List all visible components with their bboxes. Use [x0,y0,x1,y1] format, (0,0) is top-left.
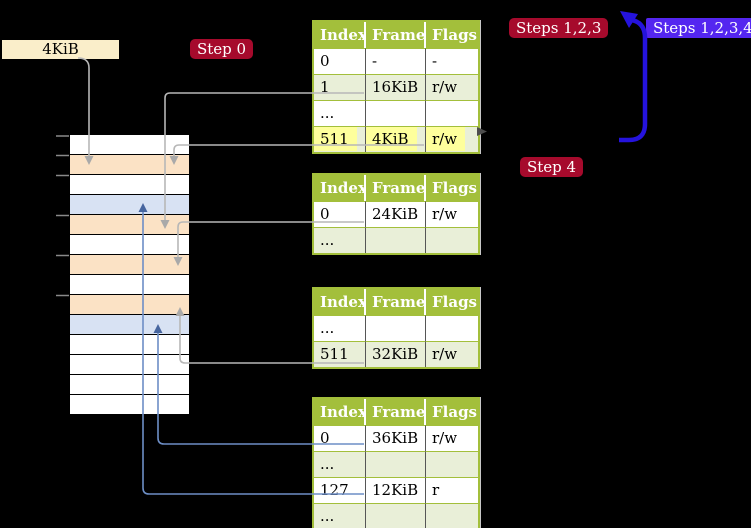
table-cell: 511 [314,341,366,367]
badge-steps-1234: Steps 1,2,3,4 [646,18,751,38]
table-cell [366,100,426,126]
arrowhead-loop-icon [620,11,638,28]
table-cell [366,503,426,528]
table-cell: 511 [314,126,366,152]
memory-row-white [70,355,189,375]
table-cell [366,315,426,341]
column-header: Flags [426,22,478,48]
arrow-loop-steps [619,17,648,143]
column-header: Flags [426,289,478,315]
page-size-label: 4KiB [2,40,119,59]
table-cell: - [426,48,478,74]
badge-step-4: Step 4 [520,157,584,177]
column-header: Flags [426,175,478,201]
memory-tick-marks [56,135,69,297]
memory-row-peach [70,155,189,175]
table-cell [366,227,426,253]
table-cell [426,227,478,253]
table-cell: 36KiB [366,425,426,451]
table-cell: 32KiB [366,341,426,367]
table-cell: r [426,477,478,503]
memory-row-white [70,135,189,155]
table-cell: ... [314,315,366,341]
table-cell: 0 [314,48,366,74]
column-header: Frame [366,175,426,201]
column-header: Flags [426,399,478,425]
highlight-mark: r/w [426,127,466,151]
column-header: Index [314,289,366,315]
table-cell: 24KiB [366,201,426,227]
memory-map [69,134,190,415]
table-cell [426,503,478,528]
table-cell [426,315,478,341]
memory-row-white [70,175,189,195]
column-header: Frame [366,289,426,315]
column-header: Frame [366,22,426,48]
memory-row-peach [70,255,189,275]
table-cell: 0 [314,201,366,227]
table-cell: 12KiB [366,477,426,503]
highlight-mark: 4KiB [366,127,417,151]
table-cell: ... [314,451,366,477]
table-cell [426,100,478,126]
memory-row-white [70,375,189,395]
table-cell: 4KiB [366,126,426,152]
memory-row-blue [70,315,189,335]
table-cell: ... [314,100,366,126]
table-cell: r/w [426,201,478,227]
table-cell: r/w [426,126,478,152]
badge-step-0: Step 0 [190,39,254,59]
highlight-mark: 511 [314,127,357,151]
memory-row-white [70,275,189,295]
table-cell: - [366,48,426,74]
table-cell [426,451,478,477]
memory-row-white [70,335,189,355]
table-cell: 127 [314,477,366,503]
column-header: Frame [366,399,426,425]
column-header: Index [314,175,366,201]
memory-row-white [70,395,189,414]
memory-row-blue [70,195,189,215]
table-cell: 16KiB [366,74,426,100]
column-header: Index [314,22,366,48]
memory-row-peach [70,215,189,235]
memory-row-white [70,235,189,255]
table-cell [366,451,426,477]
memory-row-peach [70,295,189,315]
badge-steps-123: Steps 1,2,3 [509,18,609,38]
table-cell: r/w [426,341,478,367]
table-cell: ... [314,503,366,528]
table-cell: r/w [426,74,478,100]
table-cell: ... [314,227,366,253]
table-cell: 0 [314,425,366,451]
column-header: Index [314,399,366,425]
table-cell: 1 [314,74,366,100]
table-cell: r/w [426,425,478,451]
